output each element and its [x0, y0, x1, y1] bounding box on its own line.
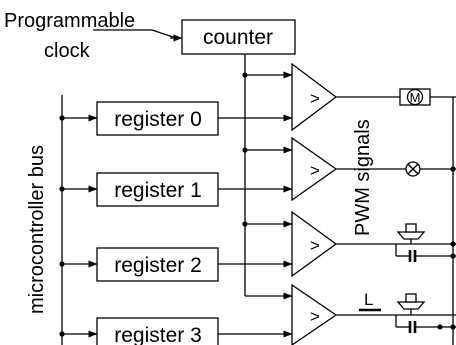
junction-dot	[450, 324, 456, 330]
lamp-icon-cross-b	[407, 163, 419, 175]
comparator-1-triangle	[291, 136, 338, 202]
motor-symbol: M	[410, 90, 421, 105]
junction-dot	[437, 324, 443, 330]
bus-label: microcontroller bus	[26, 145, 48, 314]
register-3-label: register 3	[114, 324, 202, 345]
junction-dot	[450, 166, 456, 172]
register-2-group: register 2	[59, 247, 293, 282]
comparator-0: >	[291, 62, 338, 132]
output-3: L	[336, 290, 456, 333]
register-3-group: register 3	[59, 317, 293, 345]
speaker-cone	[396, 231, 426, 240]
register-0-label: register 0	[114, 108, 202, 131]
register-1-box	[96, 172, 219, 207]
comparator-1-symbol: >	[310, 161, 320, 180]
switch-symbol: L	[364, 290, 373, 309]
counter-block: counter	[181, 19, 296, 55]
junction-dot	[242, 147, 248, 153]
comparator-3-symbol: >	[310, 307, 320, 326]
junction-dot	[242, 72, 248, 78]
comparator-1: >	[291, 136, 338, 202]
comparator-0-triangle	[291, 62, 338, 132]
counter-label: counter	[203, 26, 273, 49]
output-0: M	[336, 88, 456, 106]
register-1-group: register 1	[59, 172, 293, 207]
speaker-magnet	[405, 293, 417, 303]
clock-label-line1: Programmable	[4, 10, 135, 32]
counter-taps	[242, 71, 293, 300]
comparator-2-triangle	[291, 210, 338, 278]
junction-dot	[450, 253, 456, 259]
speaker-icon	[396, 293, 426, 315]
register-2-box	[96, 247, 219, 282]
register-3-box	[96, 317, 219, 345]
junction-dot	[450, 241, 456, 247]
register-1-label: register 1	[114, 179, 202, 202]
comparator-3: >	[291, 283, 338, 345]
register-2-label: register 2	[114, 254, 202, 277]
pwm-signals-label: PWM signals	[352, 119, 374, 236]
register-0-group: register 0	[59, 101, 293, 136]
comparator-3-triangle	[291, 283, 338, 345]
junction-dot	[242, 221, 248, 227]
motor-icon-rotor	[406, 88, 424, 106]
register-0-box	[96, 101, 219, 136]
comparator-2-symbol: >	[310, 236, 320, 255]
speaker-icon	[396, 223, 426, 244]
clock-signal-wire	[93, 29, 177, 39]
speaker-magnet	[405, 223, 417, 233]
output-2	[336, 223, 456, 262]
output-1	[336, 161, 456, 177]
comparator-0-symbol: >	[310, 89, 320, 108]
speaker-cone	[396, 301, 426, 310]
counter-box	[181, 19, 296, 55]
clock-label-line2: clock	[44, 40, 91, 62]
comparator-2: >	[291, 210, 338, 278]
